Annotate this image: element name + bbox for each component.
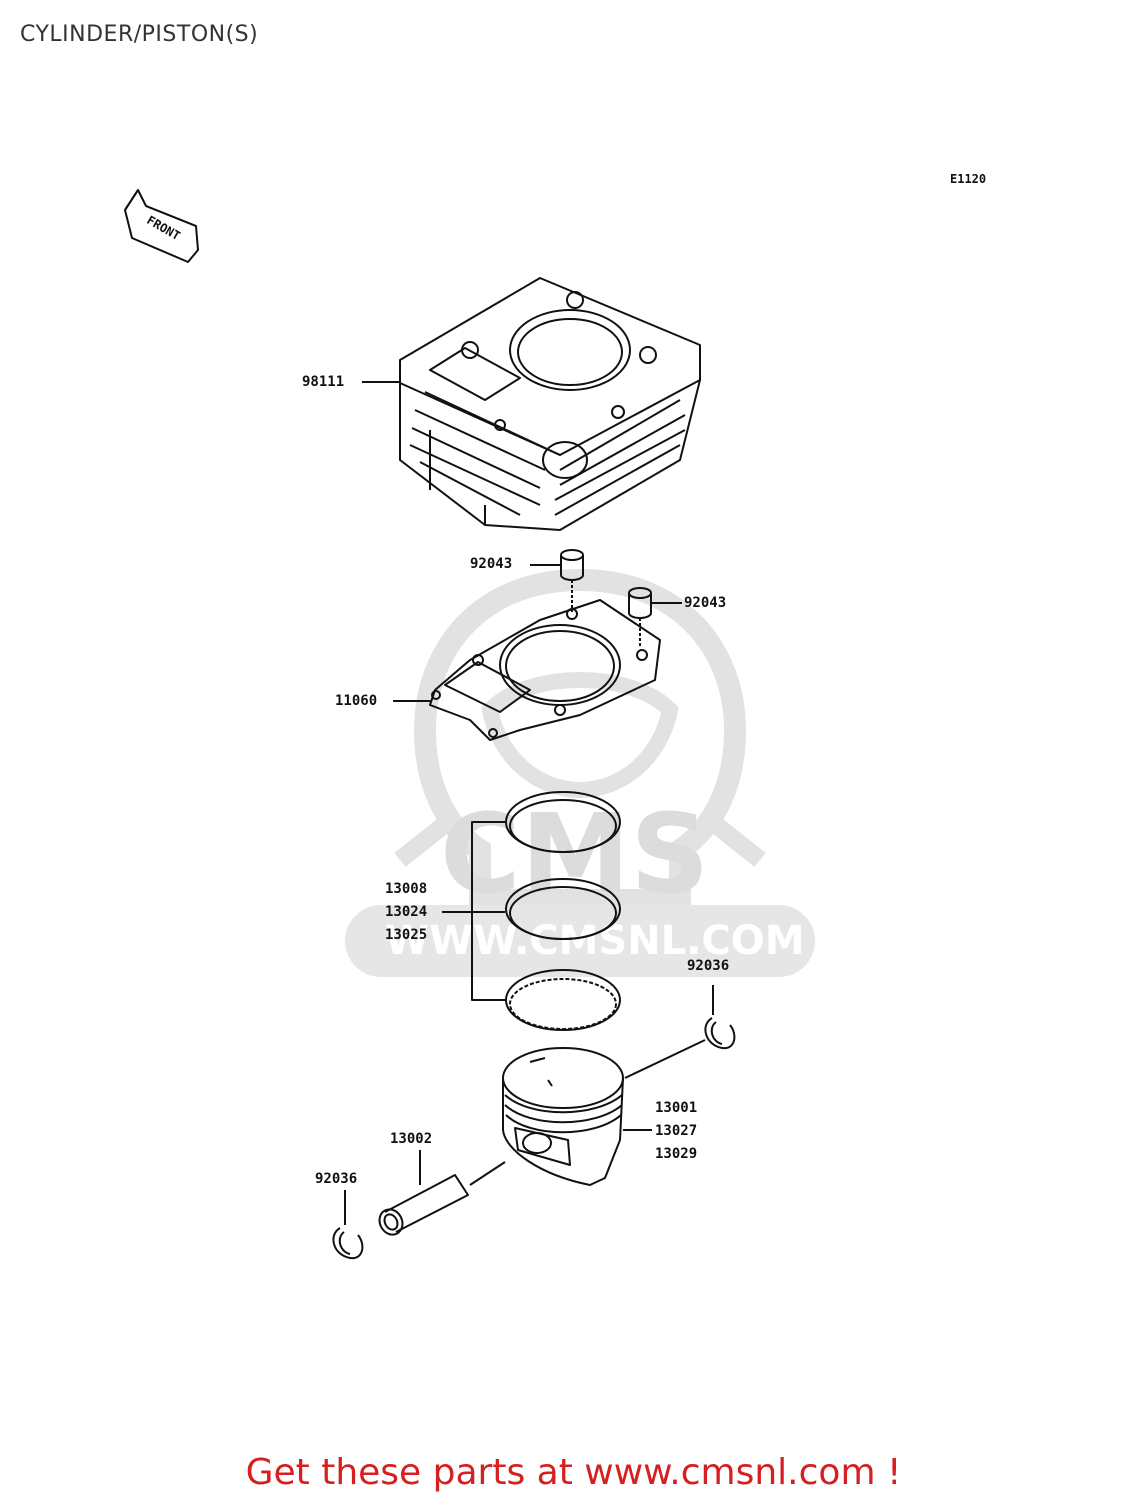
label-snap-ring-left: 92036 bbox=[315, 1171, 358, 1187]
label-ring-2: 13024 bbox=[385, 904, 428, 920]
dowel-pin-right-drawing bbox=[628, 587, 652, 648]
front-arrow-icon bbox=[124, 189, 199, 263]
diagram-code: E1120 bbox=[950, 172, 987, 186]
dowel-pin-left-drawing bbox=[560, 549, 584, 612]
label-gasket: 11060 bbox=[335, 693, 378, 709]
footer-cta-link[interactable]: Get these parts at www.cmsnl.com ! bbox=[245, 1452, 902, 1493]
watermark-brand: CMS bbox=[440, 790, 710, 918]
label-dowel-pin-right: 92043 bbox=[684, 595, 727, 611]
watermark-url: WWW.CMSNL.COM bbox=[385, 918, 805, 964]
piston-rings-drawing bbox=[505, 791, 621, 1031]
watermark-url-band bbox=[345, 905, 815, 977]
piston-drawing bbox=[502, 1047, 624, 1186]
label-piston-2: 13027 bbox=[655, 1123, 698, 1139]
label-piston-1: 13001 bbox=[655, 1100, 698, 1116]
snap-ring-left-drawing bbox=[332, 1227, 364, 1260]
label-piston-pin: 13002 bbox=[390, 1131, 433, 1147]
pin-axis-right bbox=[624, 1039, 706, 1079]
gasket-drawing bbox=[429, 599, 661, 741]
cms-watermark: CMS WWW.CMSNL.COM bbox=[330, 560, 830, 1020]
cylinder-drawing bbox=[399, 277, 701, 531]
label-cylinder: 98111 bbox=[302, 374, 345, 390]
snap-ring-right-drawing bbox=[704, 1017, 736, 1050]
pin-axis-left bbox=[469, 1161, 506, 1186]
label-ring-3: 13025 bbox=[385, 927, 428, 943]
label-snap-ring-right: 92036 bbox=[687, 958, 730, 974]
leader-rings bbox=[442, 821, 505, 1001]
label-piston-3: 13029 bbox=[655, 1146, 698, 1162]
piston-pin-drawing bbox=[378, 1174, 469, 1236]
label-ring-1: 13008 bbox=[385, 881, 428, 897]
page-title: CYLINDER/PISTON(S) bbox=[20, 22, 259, 47]
label-dowel-pin-left: 92043 bbox=[470, 556, 513, 572]
watermark-helmet-icon bbox=[394, 568, 766, 911]
